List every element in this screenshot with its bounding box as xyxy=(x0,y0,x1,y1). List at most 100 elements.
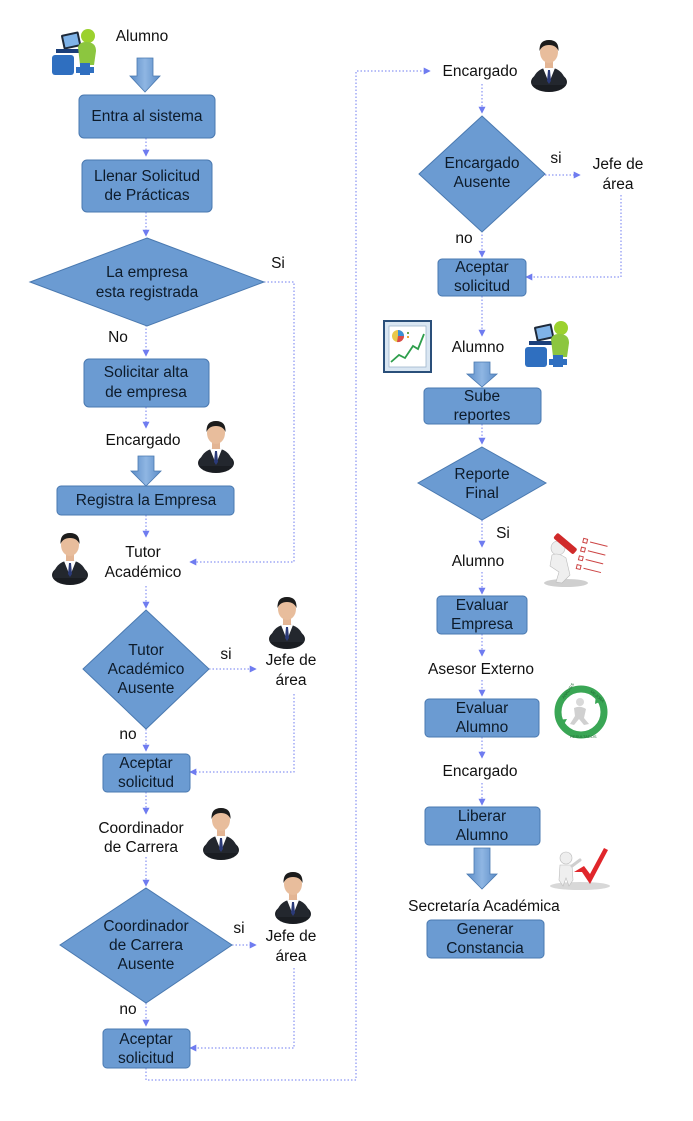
businessman-icon xyxy=(269,597,305,649)
analysis-cycle-icon: ANALISIS MEJORA RESULTADOS xyxy=(554,682,608,739)
badge-resultados: RESULTADOS xyxy=(570,734,597,739)
businessman-icon xyxy=(203,808,239,860)
coord-line-1: Coordinador xyxy=(98,820,183,837)
box-solicitar xyxy=(83,358,210,408)
label-encargado-3: Encargado xyxy=(443,763,518,780)
coord-aus-line-1: Coordinador xyxy=(103,918,188,935)
aceptar-3-line-2: solicitud xyxy=(454,278,510,295)
generar-line-2: Constancia xyxy=(446,940,524,957)
chart-report-icon xyxy=(383,320,432,373)
coord-aus-line-2: de Carrera xyxy=(109,937,183,954)
label-si-3: si xyxy=(233,920,244,937)
tutor-aus-line-3: Ausente xyxy=(118,680,175,697)
businessman-icon xyxy=(275,872,311,924)
eval-empresa-line-1: Evaluar xyxy=(456,597,509,614)
businessman-icon xyxy=(531,40,567,92)
tutor-line-1: Tutor xyxy=(125,544,161,561)
student-at-computer-icon xyxy=(525,321,569,367)
student-at-computer-icon xyxy=(52,29,96,75)
label-secretaria: Secretaría Académica xyxy=(408,898,560,915)
jefe-3-line-1: Jefe de xyxy=(593,156,644,173)
block-arrow xyxy=(129,57,161,93)
connectors xyxy=(142,67,622,1081)
aceptar-2-line-1: Aceptar xyxy=(119,1031,172,1048)
box-liberar xyxy=(424,806,541,846)
diamond-coordinador-ausente xyxy=(59,887,233,1004)
liberar-line-1: Liberar xyxy=(458,808,506,825)
label-asesor: Asesor Externo xyxy=(428,661,534,678)
block-arrow xyxy=(466,847,498,890)
aceptar-1-line-2: solicitud xyxy=(118,774,174,791)
box-aceptar-1 xyxy=(102,753,191,793)
eval-alumno-line-2: Alumno xyxy=(456,719,509,736)
tutor-aus-line-1: Tutor xyxy=(128,642,164,659)
block-arrow xyxy=(465,361,499,388)
diamond-tutor-ausente xyxy=(82,609,210,730)
sube-line-2: reportes xyxy=(454,407,511,424)
entra-text: Entra al sistema xyxy=(91,108,203,125)
box-eval-empresa xyxy=(436,595,528,635)
registra-text: Registra la Empresa xyxy=(76,492,217,509)
label-alumno-1: Alumno xyxy=(116,28,169,45)
label-no-4: no xyxy=(455,230,472,247)
empresa-reg-line-1: La empresa xyxy=(106,264,188,281)
coord-aus-line-3: Ausente xyxy=(118,956,175,973)
label-si-2: si xyxy=(220,646,231,663)
sube-line-1: Sube xyxy=(464,388,500,405)
llenar-line-2: de Prácticas xyxy=(104,187,190,204)
businessman-icon xyxy=(52,533,88,585)
box-aceptar-2 xyxy=(102,1028,191,1069)
label-no-1: No xyxy=(108,329,128,346)
eval-empresa-line-2: Empresa xyxy=(451,616,513,633)
jefe-1-line-1: Jefe de xyxy=(266,652,317,669)
box-llenar xyxy=(81,159,213,213)
reporte-line-1: Reporte xyxy=(454,466,509,483)
generar-line-1: Generar xyxy=(457,921,514,938)
jefe-2-line-2: área xyxy=(275,948,306,965)
label-no-2: no xyxy=(119,726,136,743)
diamond-empresa-registrada xyxy=(28,237,266,327)
reporte-line-2: Final xyxy=(465,485,499,502)
solicitar-line-2: de empresa xyxy=(105,384,187,401)
aceptar-3-line-1: Aceptar xyxy=(455,259,508,276)
empresa-reg-line-2: esta registrada xyxy=(96,284,199,301)
tutor-line-2: Académico xyxy=(105,564,182,581)
label-no-3: no xyxy=(119,1001,136,1018)
label-alumno-2: Alumno xyxy=(452,339,505,356)
block-arrow xyxy=(130,455,162,487)
box-entra xyxy=(78,94,216,139)
label-alumno-3: Alumno xyxy=(452,553,505,570)
jefe-3-line-2: área xyxy=(602,176,633,193)
enc-aus-line-2: Ausente xyxy=(454,174,511,191)
label-encargado-1: Encargado xyxy=(106,432,181,449)
box-generar xyxy=(426,919,545,959)
aceptar-1-line-1: Aceptar xyxy=(119,755,172,772)
jefe-2-line-1: Jefe de xyxy=(266,928,317,945)
diamond-encargado-ausente xyxy=(418,115,546,233)
eval-alumno-line-1: Evaluar xyxy=(456,700,509,717)
evaluation-checklist-icon xyxy=(544,532,616,587)
label-si-5: Si xyxy=(496,525,510,542)
block-arrows xyxy=(129,57,499,890)
businessman-icon xyxy=(198,421,234,473)
